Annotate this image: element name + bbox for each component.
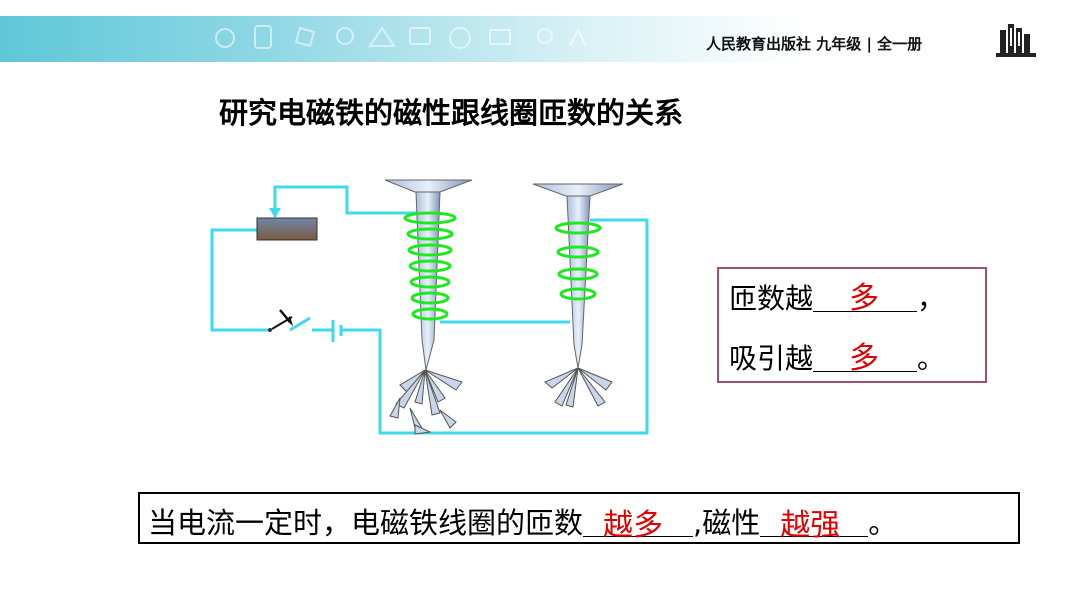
conclusion-blank-2[interactable]: 越强 xyxy=(760,506,869,543)
conclusion-answer-2: 越强 xyxy=(780,508,841,543)
answer-line-1-suffix: ， xyxy=(917,282,946,315)
publisher-label: 人民教育出版社 九年级 | 全一册 xyxy=(706,35,923,53)
answer-blank-1[interactable]: 多 xyxy=(813,281,918,316)
conclusion-answer-1: 越多 xyxy=(603,508,664,543)
conclusion-box: 当电流一定时，电磁铁线圈的匝数越多 ,磁性越强。 xyxy=(138,492,1020,544)
conclusion-middle: ,磁性 xyxy=(693,506,761,540)
answer-1: 多 xyxy=(849,281,880,316)
switch-icon xyxy=(268,309,293,332)
conclusion-blank-1[interactable]: 越多 xyxy=(583,506,694,543)
circuit-diagram xyxy=(210,179,649,435)
answer-2: 多 xyxy=(849,341,880,376)
conclusion-text: 当电流一定时，电磁铁线圈的匝数越多 ,磁性越强。 xyxy=(148,500,898,543)
tack-cluster-left-icon xyxy=(389,369,463,435)
answer-line-1-prefix: 匝数越 xyxy=(729,282,814,315)
conclusion-prefix: 当电流一定时，电磁铁线圈的匝数 xyxy=(148,506,584,540)
conclusion-suffix: 。 xyxy=(868,506,898,540)
electromagnet-left-icon xyxy=(384,179,473,371)
answer-line-1: 匝数越 多 ， xyxy=(729,277,945,317)
decor-icons xyxy=(215,25,587,49)
books-logo-icon xyxy=(996,24,1036,57)
slide-title: 研究电磁铁的磁性跟线圈匝数的关系 xyxy=(219,96,684,130)
answer-box: 匝数越多， 吸引越多。 xyxy=(717,267,987,383)
answer-line-2-prefix: 吸引越 xyxy=(729,342,814,375)
answer-line-2-suffix: 。 xyxy=(917,342,946,375)
tack-cluster-right-icon xyxy=(544,367,613,408)
battery-icon xyxy=(331,320,343,342)
circuit-wires xyxy=(210,185,649,435)
header-banner xyxy=(0,16,1066,62)
answer-line-2: 吸引越 多 。 xyxy=(729,337,945,377)
rheostat-icon xyxy=(256,217,318,241)
answer-blank-2[interactable]: 多 xyxy=(813,341,918,376)
electromagnet-right-icon xyxy=(532,183,624,369)
